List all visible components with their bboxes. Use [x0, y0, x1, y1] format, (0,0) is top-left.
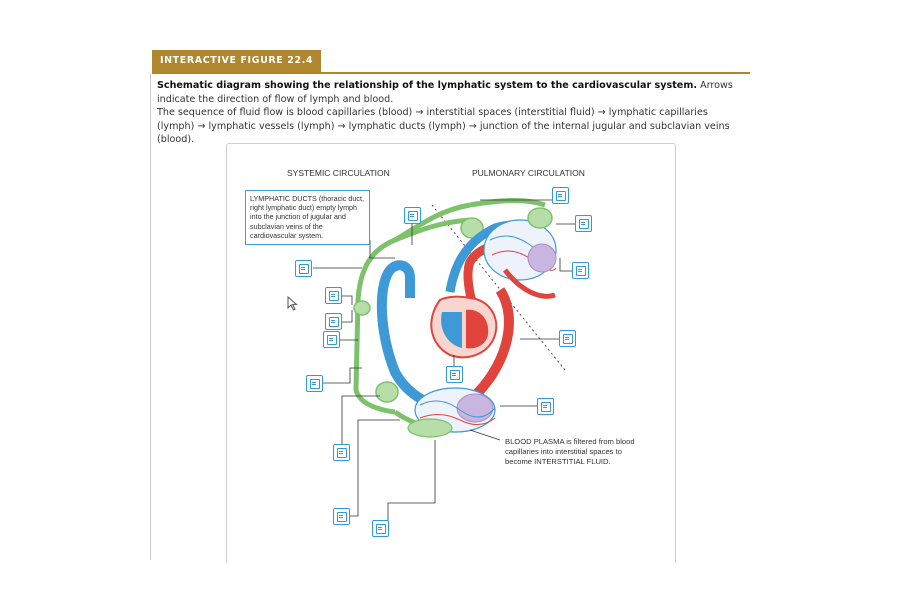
hotspot-systemic-artery[interactable] [559, 330, 576, 347]
leader-lines [313, 196, 575, 528]
systemic-capillary-bed [407, 387, 496, 438]
hotspot-systemic-capillary[interactable] [537, 398, 554, 415]
blood-plasma-note: BLOOD PLASMA is filtered from blood capi… [505, 437, 635, 466]
page-divider [150, 73, 151, 560]
hotspot-lymph-vessel-left[interactable] [295, 260, 312, 277]
figure-header: INTERACTIVE FIGURE 22.4 [152, 50, 322, 72]
heart [430, 295, 498, 359]
hotspot-heart[interactable] [446, 366, 463, 383]
divider-line [431, 204, 566, 371]
diagram-frame [226, 143, 676, 563]
hotspot-lymphatic-capillary[interactable] [333, 508, 350, 525]
lymphatic-ducts-note: LYMPHATIC DUCTS (thoracic duct, right ly… [245, 190, 370, 245]
hotspot-vein-upper[interactable] [325, 287, 342, 304]
pulmonary-circulation-label: PULMONARY CIRCULATION [472, 168, 585, 178]
mouse-pointer-icon [287, 296, 298, 311]
lymph-node-mid [353, 300, 371, 316]
hotspot-lymph-node-systemic[interactable] [306, 375, 323, 392]
hotspot-lymph-node-mid[interactable] [325, 313, 342, 330]
lymph-vessel-upper [394, 197, 546, 243]
lymph-vessel [353, 202, 471, 415]
hotspot-interstitial-fluid[interactable] [333, 444, 350, 461]
pulmonary-capillary-bed [483, 207, 557, 299]
lymph-node-pulmonary [460, 217, 484, 239]
hotspot-pulmonary-vein[interactable] [572, 262, 589, 279]
hotspot-pulmonary-lymph-node[interactable] [552, 187, 569, 204]
hotspot-pulmonary-capillary[interactable] [575, 215, 592, 232]
hotspot-blood-capillary[interactable] [372, 520, 389, 537]
caption-title: Schematic diagram showing the relationsh… [157, 80, 697, 91]
hotspot-lymph-duct[interactable] [404, 207, 421, 224]
lymph-node-systemic [375, 381, 399, 403]
systemic-circulation-label: SYSTEMIC CIRCULATION [287, 168, 390, 178]
caption-sequence: The sequence of fluid flow is blood capi… [157, 107, 730, 145]
hotspot-vein-lower[interactable] [323, 331, 340, 348]
figure-caption: Schematic diagram showing the relationsh… [157, 79, 747, 147]
header-rule [152, 72, 750, 74]
caption-text: Arrows indicate the direction of flow of… [157, 80, 733, 105]
